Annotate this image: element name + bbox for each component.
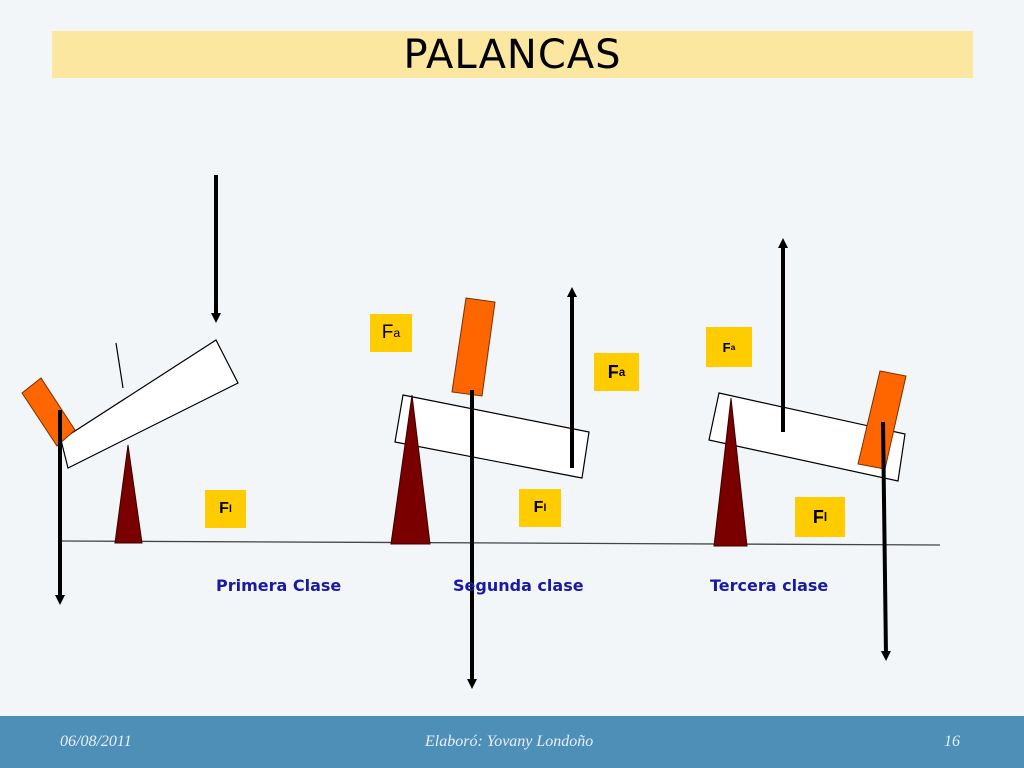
first-load-block: [21, 377, 76, 447]
first-lever-tick: [115, 342, 124, 389]
third-lever-bar: [708, 392, 906, 482]
third-fulcrum: [713, 397, 748, 547]
slide-title: PALANCAS: [403, 31, 622, 78]
footer-author: Elaboró: Yovany Londoño: [425, 733, 594, 750]
first-lever-bar: [60, 339, 239, 469]
first-fulcrum: [114, 444, 143, 544]
footer-page-number: 16: [944, 733, 960, 750]
title-banner: PALANCAS: [52, 31, 973, 78]
third-class-lever: [708, 238, 907, 661]
footer-band: 06/08/2011 Elaboró: Yovany Londoño 16: [0, 716, 1024, 768]
footer-date: 06/08/2011: [60, 733, 132, 750]
ground-line: [61, 540, 941, 546]
third-class-label: Tercera clase: [710, 576, 829, 595]
second-load-block: [451, 297, 496, 397]
second-fulcrum: [390, 394, 431, 545]
first-class-label: Primera Clase: [216, 576, 342, 595]
second-class-label: Segunda clase: [453, 576, 584, 595]
third-load-arrow: [880, 421, 891, 661]
second-class-lever: [390, 287, 590, 689]
first-class-lever: [21, 175, 239, 605]
second-lever-bar: [394, 394, 590, 479]
